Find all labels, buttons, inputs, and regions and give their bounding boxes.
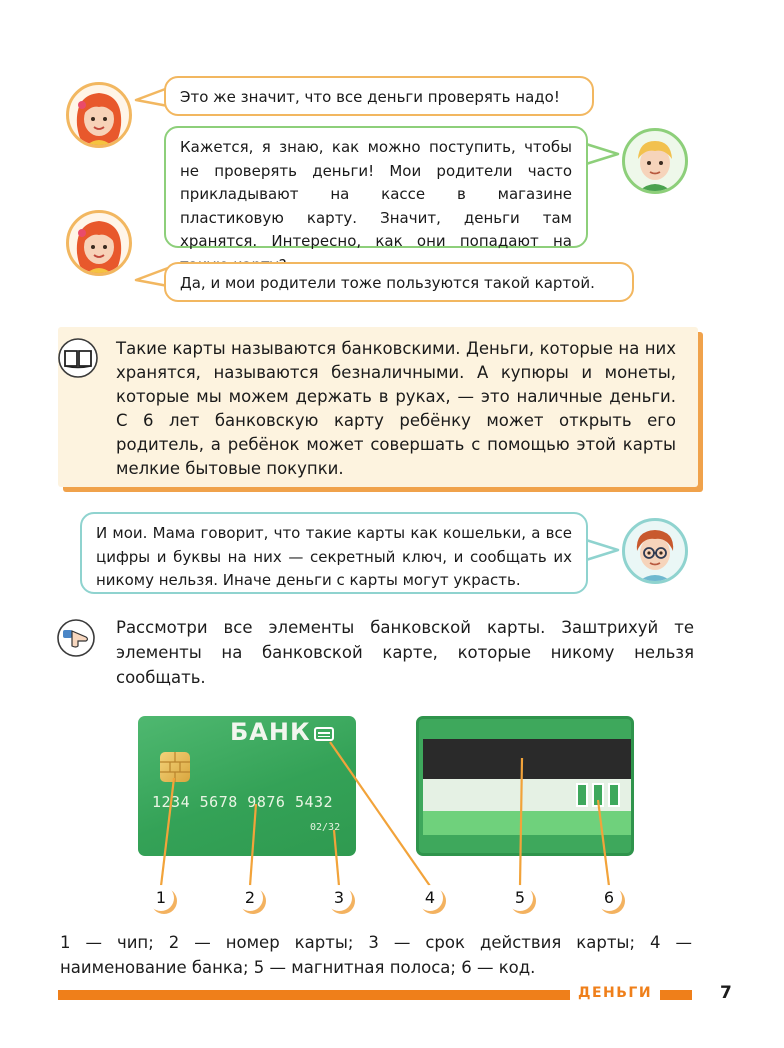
page-number: 7 — [720, 983, 732, 1003]
speech-bubble-3: Да, и мои родители тоже пользуются такой… — [164, 262, 634, 302]
legend-text: 1 — чип; 2 — номер карты; 3 — срок дейст… — [60, 933, 692, 977]
info-text: Такие карты называются банковскими. День… — [116, 339, 676, 478]
marker-4: 4 — [417, 885, 443, 911]
bubble-tail — [134, 86, 169, 108]
card-expiry: 02/32 — [310, 822, 341, 833]
card-front: БАНК 1234 5678 9876 5432 02/32 — [138, 716, 356, 856]
security-code — [576, 783, 620, 807]
boy-avatar-glasses — [622, 518, 688, 584]
marker-3: 3 — [326, 885, 352, 911]
bubble-tail — [134, 266, 169, 288]
marker-1: 1 — [148, 885, 174, 911]
card-number: 1234 5678 9876 5432 — [152, 793, 334, 811]
pointing-hand-icon — [56, 618, 96, 662]
marker-2: 2 — [237, 885, 263, 911]
speech-bubble-4: И мои. Мама говорит, что такие карты как… — [80, 512, 588, 594]
boy-avatar-blond — [622, 128, 688, 194]
marker-5: 5 — [507, 885, 533, 911]
task-text: Рассмотри все элементы банковской карты.… — [116, 618, 694, 687]
footer-bar-left — [58, 990, 570, 1000]
footer-bar-right — [660, 990, 692, 1000]
card-bank-logo — [314, 727, 334, 741]
magnetic-stripe — [423, 739, 631, 779]
card-back-band — [423, 811, 631, 835]
speech-bubble-1: Это же значит, что все деньги проверять … — [164, 76, 594, 116]
card-chip — [160, 752, 190, 782]
bubble-tail — [585, 538, 620, 562]
info-box — [58, 327, 698, 487]
card-back — [416, 716, 634, 856]
marker-6: 6 — [596, 885, 622, 911]
bubble-tail — [585, 142, 620, 166]
footer-section-label: ДЕНЬГИ — [578, 985, 653, 1001]
card-bank-name: БАНК — [230, 718, 311, 746]
girl-avatar-2 — [66, 210, 132, 276]
girl-avatar — [66, 82, 132, 148]
speech-bubble-2: Кажется, я знаю, как можно поступить, чт… — [164, 126, 588, 274]
book-icon — [56, 338, 100, 382]
